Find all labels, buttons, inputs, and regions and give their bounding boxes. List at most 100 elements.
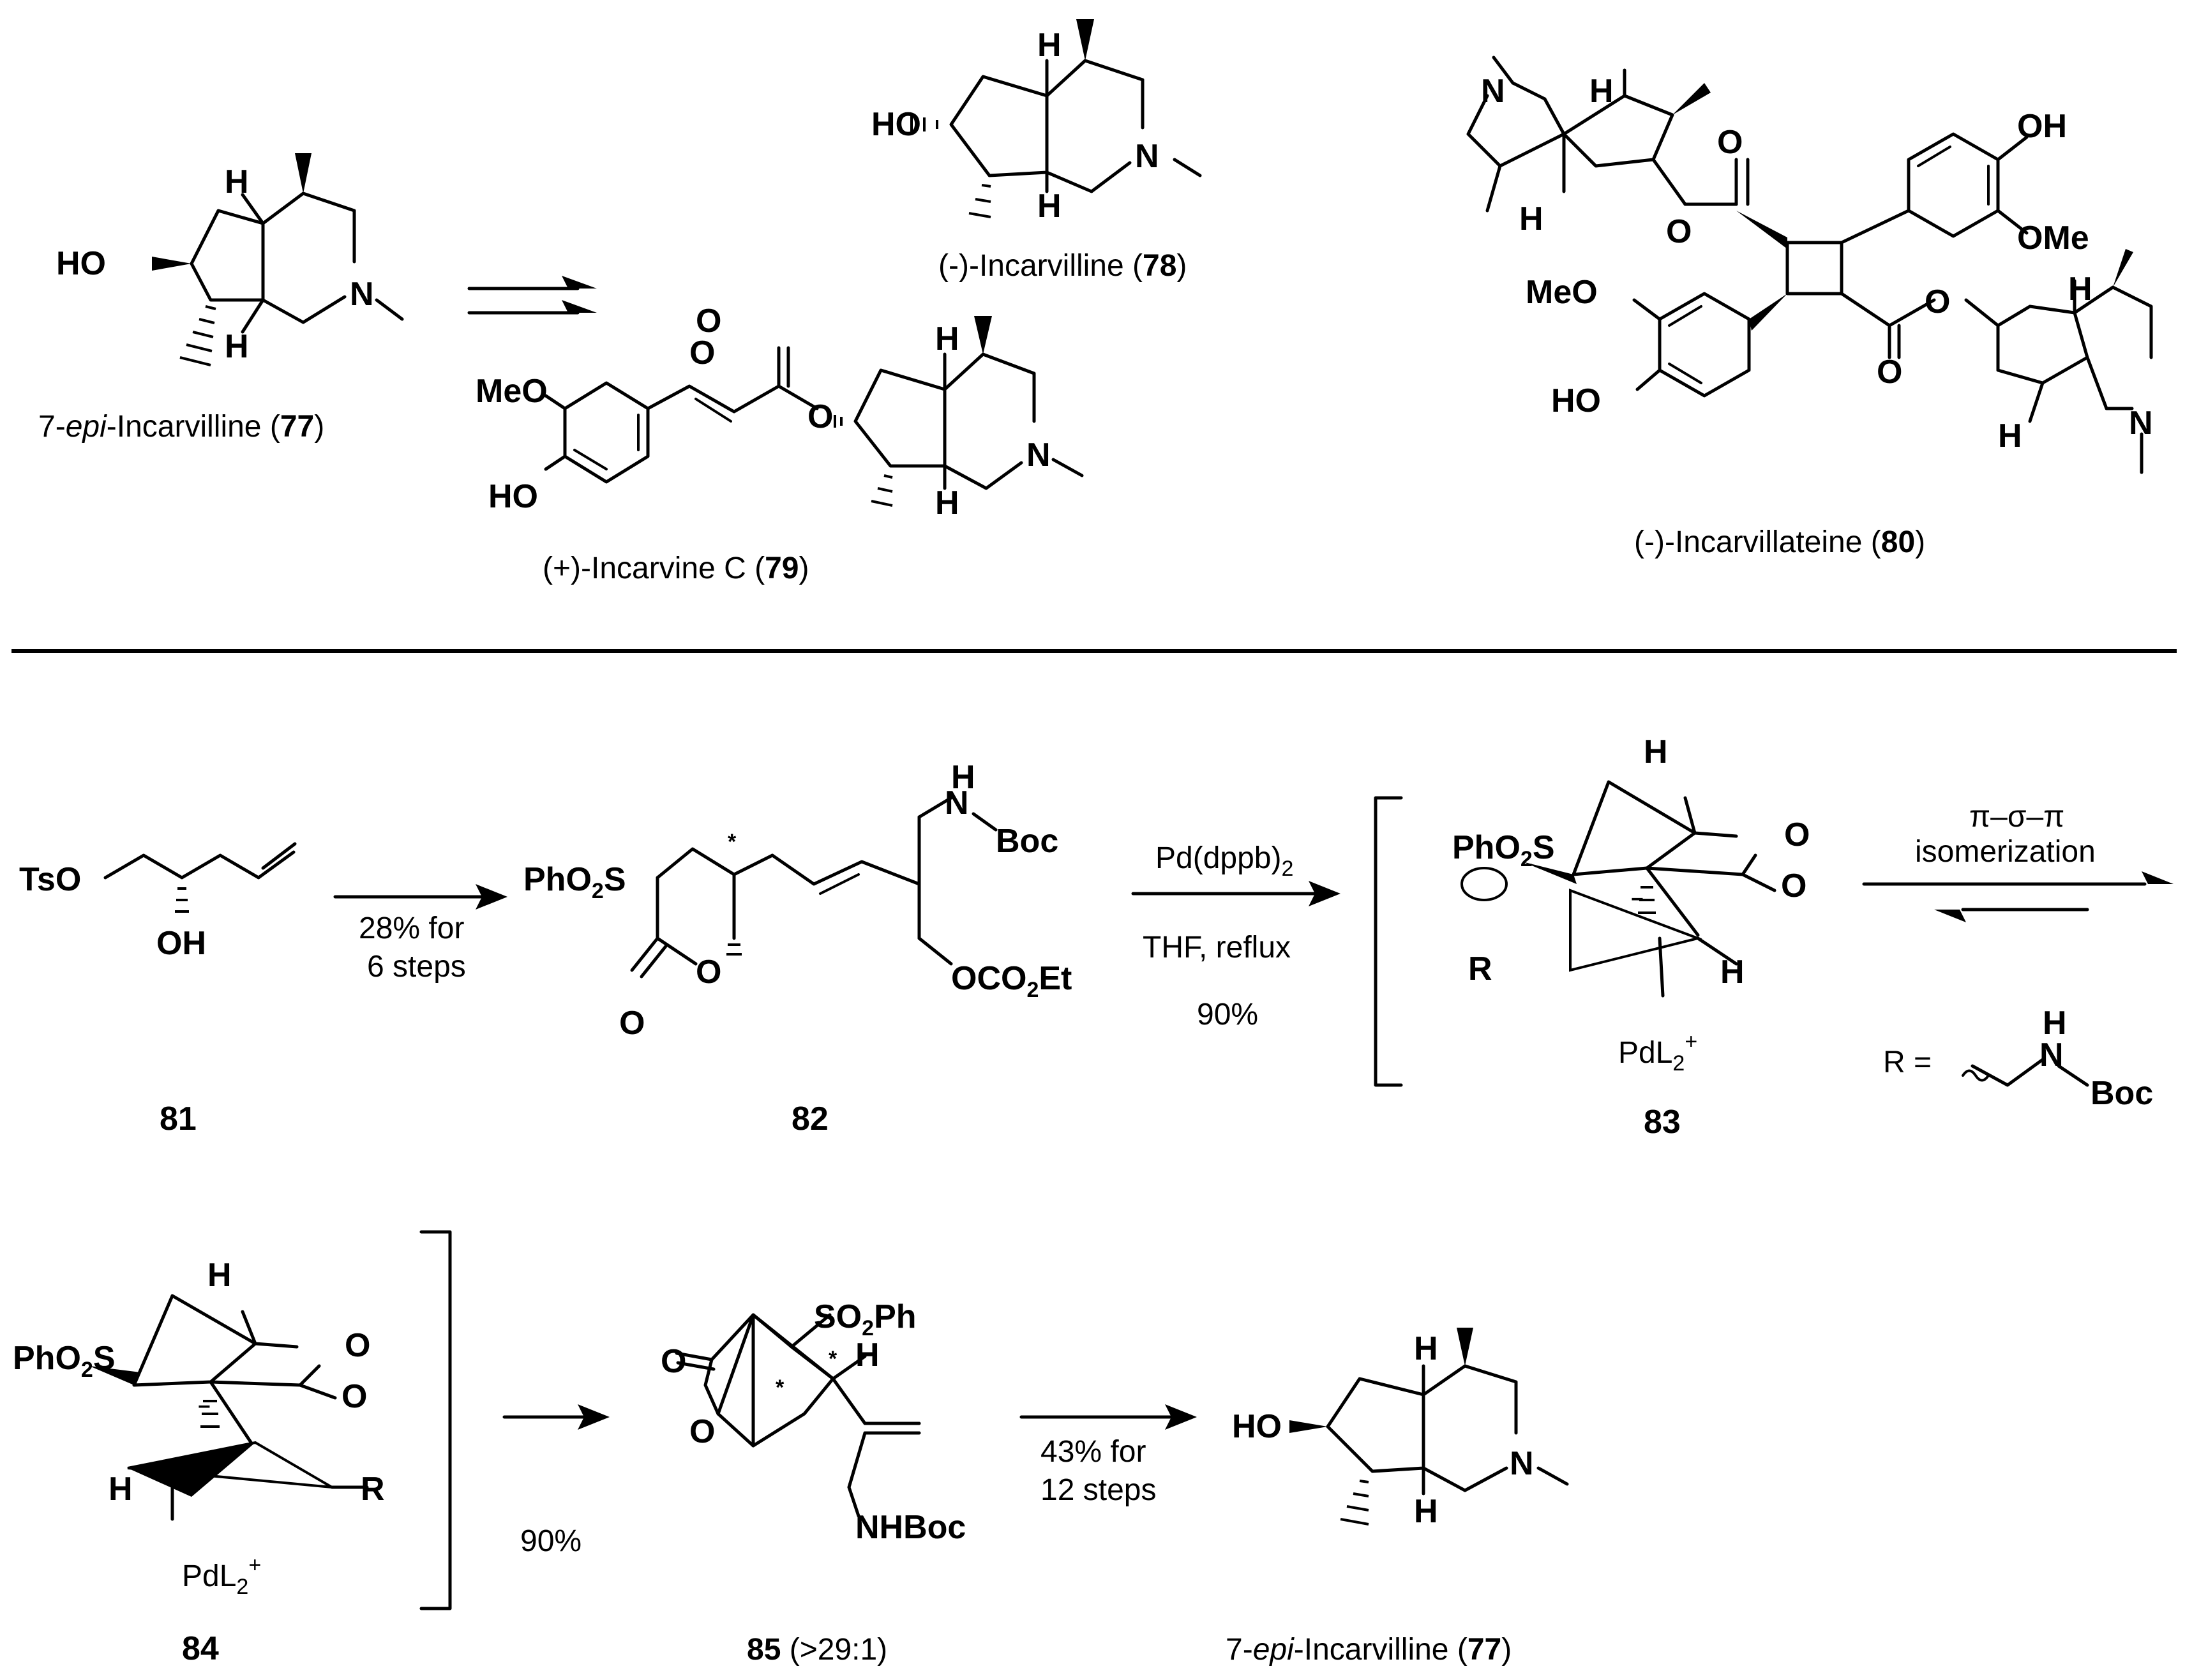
atom-part: PdL [1618, 1036, 1672, 1070]
subscript: 2 [1520, 847, 1533, 871]
atom-label: OH [156, 925, 206, 962]
subscript: 2 [236, 1575, 248, 1599]
name-part: epi [1253, 1633, 1295, 1667]
equilibrium-arrow [1862, 871, 2174, 922]
atom-label: H [1644, 733, 1668, 770]
atom-label: HO [56, 245, 106, 282]
atom-label: H [1037, 27, 1062, 64]
atom-label: O [689, 334, 715, 371]
label-78: (-)-Incarvilline (78) [938, 249, 1187, 283]
structure-84: PhO2S H O O H R − PdL2+ [13, 1257, 385, 1599]
atom-label: HO [871, 106, 921, 143]
atom-label: O [696, 303, 721, 340]
atom-label: N [2039, 1037, 2064, 1074]
atom-label: NHBoc [855, 1509, 966, 1546]
atom-label: HO [488, 478, 538, 515]
structure-81: TsO OH [19, 842, 297, 962]
atom-label: N [945, 784, 969, 821]
structure-79: O O O MeO HO H H N [476, 303, 1084, 521]
atom-label: O [1784, 816, 1810, 853]
name-part: 7- [38, 410, 66, 444]
name-part: ) [1176, 249, 1187, 283]
atom-label: N [1481, 73, 1505, 110]
atom-label: PdL2+ [1618, 1030, 1697, 1076]
atom-part: S [93, 1340, 116, 1377]
charge: − [1631, 887, 1644, 911]
compound-number: 77 [280, 410, 314, 444]
structure-83: PhO2S H O O R H − PdL2+ [1452, 733, 1810, 1076]
condition-text: 43% for [1040, 1435, 1146, 1469]
name-part: (-)-Incarvillateine ( [1634, 525, 1881, 559]
atom-label: H [951, 759, 975, 796]
atom-label: N [1510, 1445, 1534, 1482]
atom-label: O [1877, 354, 1902, 391]
structure-85: O O SO2Ph H * * NHBoc [661, 1298, 966, 1546]
atom-label: N [350, 276, 374, 313]
name-part: 7- [1226, 1633, 1253, 1667]
subscript: 2 [1026, 978, 1039, 1002]
atom-label: OH [2017, 108, 2067, 145]
atom-label: O [1781, 867, 1806, 904]
subscript: 2 [1672, 1051, 1685, 1076]
atom-label: O [696, 954, 721, 991]
structure-77-bottom: HO H H N [1232, 1328, 1569, 1530]
label-79: (+)-Incarvine C (79) [543, 551, 809, 585]
arrow-step5 [1019, 1404, 1197, 1430]
atom-label: SO2Ph [814, 1298, 917, 1340]
atom-part: S [1533, 829, 1555, 866]
atom-label: PdL2+ [182, 1553, 261, 1599]
atom-label: H [2043, 1005, 2067, 1042]
name-part: (-)-Incarvilline ( [938, 249, 1143, 283]
atom-label: N [1026, 437, 1051, 474]
label-81: 81 [160, 1100, 197, 1137]
stereo-star: * [776, 1376, 785, 1400]
atom-label: Boc [2091, 1075, 2153, 1112]
condition-text: 12 steps [1040, 1473, 1156, 1507]
atom-label: OCO2Et [951, 960, 1072, 1002]
name-part: epi [66, 410, 107, 444]
name-part: ) [1915, 525, 1925, 559]
multistep-arrow [467, 276, 597, 315]
superscript: + [248, 1553, 261, 1577]
r-group-definition: R = H N Boc [1883, 1005, 2153, 1112]
atom-label: H [207, 1257, 232, 1294]
atom-part: SO [814, 1298, 862, 1335]
atom-label: H [1998, 417, 2022, 454]
atom-label: H [855, 1337, 880, 1374]
subscript: 2 [81, 1358, 93, 1382]
structure-80: N H H O O OH OMe MeO HO O O H H N [1466, 56, 2153, 474]
charge: − [198, 1395, 211, 1419]
atom-part: PhO [1452, 829, 1520, 866]
condition-text: 6 steps [367, 950, 466, 984]
atom-label: H [2068, 271, 2092, 308]
structure-82: * PhO2S O O H N Boc OCO2Et [523, 759, 1072, 1042]
condition-part: Pd(dppb) [1155, 841, 1281, 875]
atom-label: Boc [996, 823, 1058, 860]
atom-label: R [1468, 950, 1492, 987]
atom-label: H [225, 163, 249, 200]
atom-label: H [935, 484, 959, 521]
atom-part: PhO [13, 1340, 81, 1377]
atom-label: N [1135, 138, 1159, 175]
superscript: + [1685, 1030, 1697, 1054]
atom-label: O [619, 1005, 645, 1042]
condition-text: isomerization [1915, 835, 2096, 869]
atom-part: PdL [182, 1559, 236, 1593]
condition-text: 28% for [359, 911, 464, 945]
atom-label: TsO [19, 861, 81, 898]
bracket-open [1374, 796, 1403, 1087]
condition-text: 90% [1197, 998, 1258, 1031]
atom-label: O [1717, 124, 1743, 161]
atom-label: O [1925, 283, 1950, 320]
condition-text: 90% [520, 1524, 582, 1558]
atom-label: H [935, 320, 959, 357]
arrow-step1 [333, 884, 507, 910]
atom-label: MeO [476, 373, 548, 410]
atom-label: H [1037, 188, 1062, 225]
atom-label: HO [1232, 1408, 1282, 1445]
subscript: 2 [592, 879, 604, 903]
atom-label: H [225, 328, 249, 365]
atom-label: O [345, 1327, 370, 1364]
atom-label: OMe [2017, 220, 2089, 257]
